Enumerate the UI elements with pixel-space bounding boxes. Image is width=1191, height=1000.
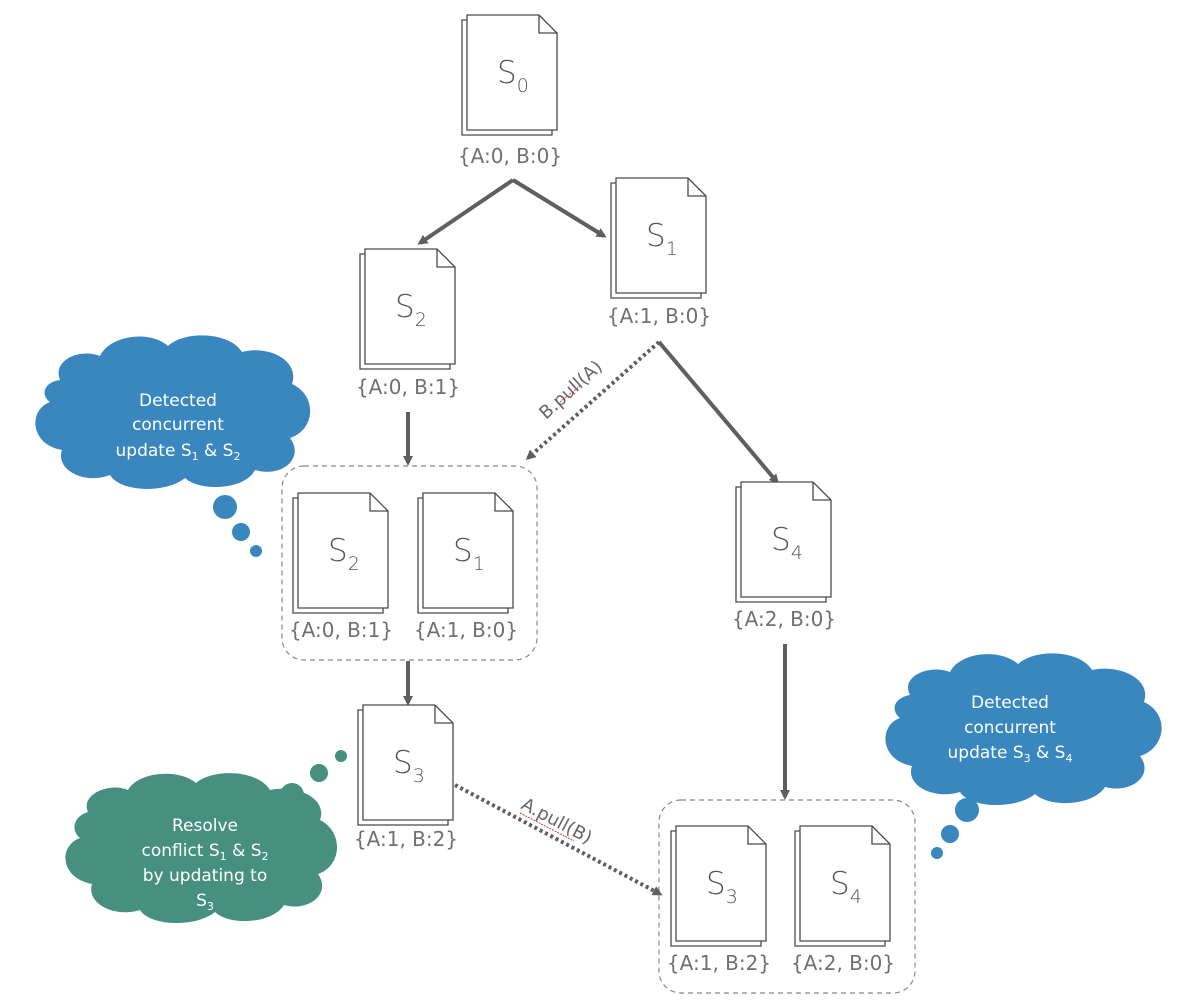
document-label: S1 xyxy=(453,533,485,575)
document-label: S3 xyxy=(393,745,425,787)
vector-clock-label: {A:1, B:0} xyxy=(414,618,518,642)
document-stack-s4: S4 {A:2, B:0} xyxy=(732,481,836,631)
edge-s0-to-s2 xyxy=(417,178,515,245)
edge-a-pull-b xyxy=(454,783,663,896)
svg-text:update S3 & S4: update S3 & S4 xyxy=(948,743,1073,765)
svg-text:Detected: Detected xyxy=(971,693,1049,713)
document-label: S0 xyxy=(497,55,529,97)
svg-text:by updating to: by updating to xyxy=(143,866,267,886)
document-stack-s0: S0 {A:0, B:0} xyxy=(458,14,562,168)
group-box-conflict-1 xyxy=(281,465,538,661)
document-stack-s1: S1 {A:1, B:0} xyxy=(607,177,711,328)
document-stack-s3: S3 {A:1, B:2} xyxy=(354,704,458,851)
svg-text:S3: S3 xyxy=(196,891,214,913)
document-stack-s2: S2 {A:0, B:1} xyxy=(356,248,460,399)
group-box-conflict-2 xyxy=(658,799,916,994)
document-label: S2 xyxy=(328,533,360,575)
document-label: S4 xyxy=(830,866,862,908)
svg-text:concurrent: concurrent xyxy=(132,415,224,435)
vector-clock-label: {A:1, B:2} xyxy=(667,951,771,975)
vector-clock-label: {A:0, B:1} xyxy=(356,375,460,399)
svg-text:Resolve: Resolve xyxy=(172,816,238,836)
edge-s0-to-s1 xyxy=(511,178,607,238)
document-stack-g2-s4: S4 {A:2, B:0} xyxy=(791,825,895,975)
svg-text:concurrent: concurrent xyxy=(964,718,1056,738)
document-stack-g1-s2: S2 {A:0, B:1} xyxy=(289,492,393,642)
edge-label-b-pull: B.pull(A) xyxy=(535,356,606,423)
vector-clock-label: {A:2, B:0} xyxy=(791,951,895,975)
spellcheck-underline xyxy=(519,812,575,842)
thought-bubble-detect-s1-s2: Detected concurrent update S1 & S2 xyxy=(35,335,311,557)
svg-text:Detected: Detected xyxy=(139,391,217,411)
document-stack-g2-s3: S3 {A:1, B:2} xyxy=(667,825,771,975)
document-label: S3 xyxy=(706,866,738,908)
document-label: S2 xyxy=(395,289,427,331)
thought-bubble-detect-s3-s4: Detected concurrent update S3 & S4 xyxy=(885,653,1162,859)
spellcheck-underline xyxy=(559,385,581,403)
vector-clock-label: {A:0, B:1} xyxy=(289,618,393,642)
svg-text:update S1 & S2: update S1 & S2 xyxy=(116,441,241,463)
document-stack-g1-s1: S1 {A:1, B:0} xyxy=(414,492,518,642)
vector-clock-label: {A:1, B:2} xyxy=(354,827,458,851)
vector-clock-label: {A:1, B:0} xyxy=(607,304,711,328)
edge-b-pull-a xyxy=(525,340,661,460)
thought-bubble-resolve-conflict: Resolve conflict S1 & S2 by updating to … xyxy=(65,750,347,924)
svg-text:conflict S1 & S2: conflict S1 & S2 xyxy=(141,841,268,863)
document-label: S1 xyxy=(646,218,678,260)
edge-s1-to-s4 xyxy=(657,340,779,485)
vector-clock-label: {A:0, B:0} xyxy=(458,144,562,168)
vector-clock-label: {A:2, B:0} xyxy=(732,607,836,631)
document-label: S4 xyxy=(771,522,803,564)
